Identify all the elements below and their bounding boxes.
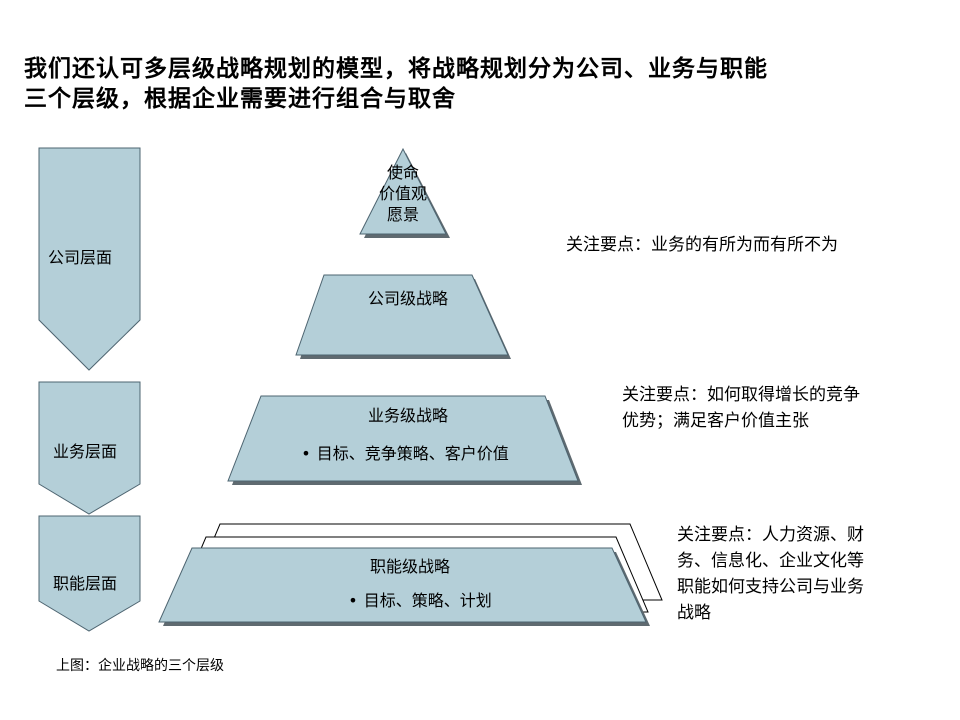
title-line-2: 三个层级，根据企业需要进行组合与取舍: [24, 86, 456, 112]
apex-values: 价值观: [378, 184, 427, 203]
functional-trapezoid: [158, 547, 647, 623]
functional-focus-line-2: 务、信息化、企业文化等: [677, 551, 864, 571]
functional-strategy-bullet: 目标、策略、计划: [320, 590, 520, 612]
apex-mission: 使命: [386, 163, 419, 182]
functional-level-arrow: [38, 515, 141, 632]
company-level-label: 公司层面: [48, 248, 113, 267]
business-strategy-title: 业务级战略: [367, 406, 448, 425]
company-focus-line-1: 关注要点：业务的有所为而有所不为: [566, 235, 838, 255]
apex-triangle: [359, 147, 447, 235]
business-focus-line-2: 优势；满足客户价值主张: [622, 411, 809, 431]
business-level-label: 业务层面: [53, 442, 118, 461]
functional-focus-line-4: 战略: [677, 603, 711, 623]
apex-vision: 愿景: [386, 205, 419, 224]
business-strategy-bullet: 目标、竞争策略、客户价值: [270, 443, 540, 465]
functional-focus-line-3: 职能如何支持公司与业务: [677, 577, 864, 597]
corporate-strategy-label: 公司级战略: [367, 289, 448, 308]
functional-level-label: 职能层面: [53, 574, 118, 593]
corporate-trapezoid: [295, 274, 509, 356]
title-line-1: 我们还认可多层级战略规划的模型，将战略规划分为公司、业务与职能: [24, 56, 768, 82]
functional-strategy-title: 职能级战略: [369, 557, 450, 576]
business-focus-note: 关注要点：如何取得增长的竞争 优势；满足客户价值主张: [622, 382, 860, 434]
functional-focus-line-1: 关注要点：人力资源、财: [677, 525, 864, 545]
business-focus-line-1: 关注要点：如何取得增长的竞争: [622, 385, 860, 405]
slide-title: 我们还认可多层级战略规划的模型，将战略规划分为公司、业务与职能 三个层级，根据企…: [24, 54, 944, 114]
functional-focus-note: 关注要点：人力资源、财 务、信息化、企业文化等 职能如何支持公司与业务 战略: [677, 522, 864, 626]
company-focus-note: 关注要点：业务的有所为而有所不为: [566, 232, 838, 258]
apex-text: 使命 价值观 愿景: [363, 162, 443, 225]
company-level-arrow: [38, 147, 141, 371]
figure-caption: 上图：企业战略的三个层级: [56, 658, 224, 674]
business-level-arrow: [38, 381, 141, 515]
